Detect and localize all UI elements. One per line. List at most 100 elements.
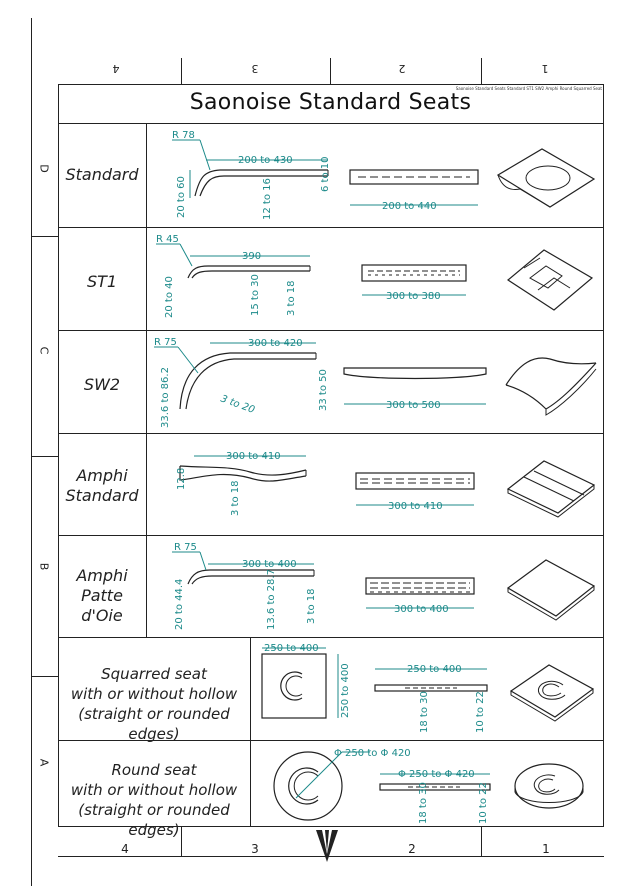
row-label-line: Squarred seat [101,665,207,683]
frame-inner-left [58,84,59,826]
frame-bottom-outer [58,856,604,857]
dim-width: 200 to 440 [382,201,437,212]
column-divider [146,123,147,637]
row-label-round-seat: Round seat with or without hollow (strai… [58,760,250,840]
row-label-amphi-standard: Amphi Standard [58,466,146,506]
dim-radius: R 78 [172,130,195,141]
dim-end: 3 to 18 [306,589,317,624]
zone-label-left: C [37,346,51,355]
row-label-line: with or without hollow [70,685,238,703]
dim-length: 250 to 400 [407,664,462,675]
zone-label-left: A [37,758,51,767]
squarred-top-view: 250 to 400 250 to 400 [261,643,351,719]
dim-mid: 3 to 18 [230,481,241,516]
dim-mid: 3 to 20 [219,393,256,415]
sw2-3d-view [505,357,597,416]
row-label-line: Amphi [76,566,128,585]
row-divider [58,535,604,536]
row-label-squarred-seat: Squarred seat with or without hollow (st… [58,664,250,744]
standard-3d-view [496,148,596,208]
zone-label-bottom: 3 [251,842,259,856]
dim-end: 10 to 22 [475,691,486,733]
row-label-line: Patte d'Oie [81,586,123,625]
row-label-st1: ST1 [86,272,118,291]
zone-divider-top [330,58,331,84]
sw2-side-view: 300 to 500 [343,367,487,411]
sw2-profile-drawing: R 75 300 to 420 33.6 to 86.2 3 to 20 33 … [154,337,329,428]
zone-label-bottom: 4 [121,842,129,856]
zone-divider-left [32,676,58,677]
amphi-standard-profile-drawing: 300 to 410 12.8 3 to 18 [176,451,307,516]
row-label-sw2: SW2 [83,375,121,394]
dim-length: 200 to 430 [238,155,293,166]
round-top-view [273,751,370,821]
st1-3d-view [506,249,594,311]
dim-side: 250 to 400 [340,663,351,718]
dim-height: 20 to 40 [164,276,175,318]
zone-label-top: 3 [251,62,259,75]
standard-side-view: 200 to 440 [349,169,479,212]
zone-label-top: 1 [541,62,549,75]
zone-divider-left [32,236,58,237]
zone-divider-top [481,58,482,84]
dim-mid: 12 to 16 [262,178,273,220]
dim-length: 300 to 420 [248,338,303,349]
squarred-3d-view [509,664,595,722]
amphi-patte-profile-drawing: R 75 300 to 400 20 to 44.4 13.6 to 28.7 … [172,542,317,630]
row-divider [58,123,604,124]
dim-radius: R 45 [156,234,179,245]
row-label-line: Amphi [76,466,128,485]
row-divider [58,740,604,741]
dim-length: Φ 250 to Φ 420 [398,769,475,780]
page-title: Saonoise Standard Seats [189,90,472,115]
st1-profile-drawing: R 45 390 20 to 40 15 to 30 3 to 18 [156,234,311,318]
row-label-line: (straight or rounded edges) [78,801,230,839]
dim-radius: R 75 [174,542,197,553]
dim-mid: 18 to 30 [419,691,430,733]
amphi-standard-side-view: 300 to 410 [355,472,475,512]
row-label-amphi-patte: Amphi Patte d'Oie [58,566,146,626]
amphi-patte-3d-view [506,559,596,621]
amphi-patte-side-view: 300 to 400 [365,577,475,615]
row-divider [58,637,604,638]
dim-mid: 18 to 30 [418,782,429,824]
dim-width: 300 to 400 [394,604,449,615]
round-diameter-label: Φ 250 to Φ 420 [334,748,411,759]
column-divider [250,637,251,826]
dim-end: 33 to 50 [318,369,329,411]
dim-height: 12.8 [176,468,187,490]
dim-diameter: Φ 250 to Φ 420 [334,748,411,759]
dim-end: 10 to 22 [478,782,489,824]
dim-width: 300 to 500 [386,400,441,411]
round-side-view: Φ 250 to Φ 420 18 to 30 10 to 22 [379,769,491,824]
row-divider [58,433,604,434]
dim-length: 390 [242,251,261,262]
zone-divider-bottom [481,826,482,856]
zone-divider-bottom [181,826,182,856]
zone-label-top: 4 [112,62,120,75]
zone-label-top: 2 [398,62,406,75]
dim-length: 300 to 410 [226,451,281,462]
squarred-side-view: 250 to 400 18 to 30 10 to 22 [374,664,488,733]
dim-height: 20 to 44.4 [174,579,185,630]
zone-divider-top [181,58,182,84]
row-divider [58,330,604,331]
frame-top [58,84,604,85]
dim-end: 6 to 10 [320,157,331,192]
standard-profile-drawing: R 78 200 to 430 20 to 60 12 to 16 6 to 1… [172,130,331,220]
dim-radius: R 75 [154,337,177,348]
zone-label-left: B [37,562,51,571]
st1-side-view: 300 to 380 [361,264,467,302]
dim-width: 300 to 380 [386,291,441,302]
row-label-line: Standard [65,486,139,505]
title-note: Saonoise Standard Seats Standard ST1 SW2… [455,86,602,91]
amphi-standard-3d-view [506,460,596,518]
centering-arrow-icon [316,830,338,862]
dim-mid: 15 to 30 [250,274,261,316]
row-label-line: with or without hollow [70,781,238,799]
zone-label-left: D [37,164,51,173]
dim-width: 300 to 410 [388,501,443,512]
dim-length: 300 to 400 [242,559,297,570]
row-label-standard: Standard [65,165,139,184]
zone-label-bottom: 2 [408,842,416,856]
